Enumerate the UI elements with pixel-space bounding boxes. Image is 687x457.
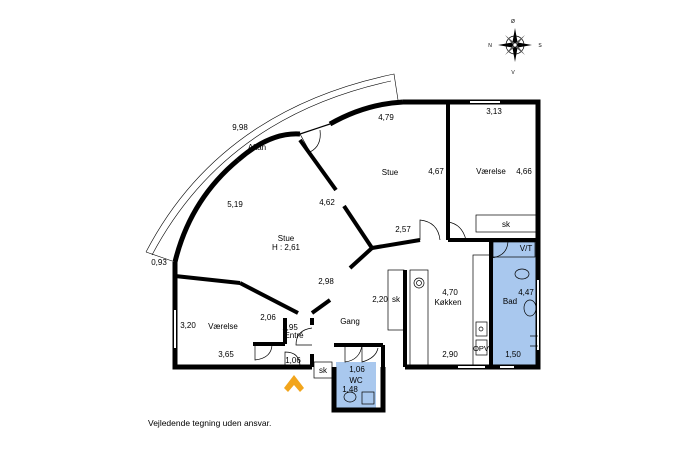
kitchen-fixtures [387,214,537,366]
room-label-entre: Entré [284,331,304,340]
compass-south: V [511,70,515,76]
entrance-arrow-icon [284,375,304,392]
room-height-stue: H : 2,61 [272,243,301,252]
bathroom-fixtures [343,268,538,405]
fixture-label-sk-top: sk [502,220,511,229]
fixture-label-opv: OPV [473,344,489,353]
room-label-stue-main: Stue [278,234,295,243]
fixture-label-sk-kitchen: sk [392,295,401,304]
compass-north: Ø [511,19,515,25]
room-label-bad: Bad [503,297,517,306]
compass-rose-icon: Ø V N S [488,19,542,76]
fixture-label-vt: V/T [520,244,533,253]
room-label-stue-upper: Stue [382,168,399,177]
entrance-cabinet [313,361,333,379]
windows [174,101,539,368]
balcony-outline [145,73,399,263]
dim-label: 4,66 [516,167,532,176]
dim-label: 3,65 [218,350,234,359]
disclaimer-text: Vejledende tegning uden ansvar. [148,418,272,428]
compass-east: S [538,43,542,49]
dim-label: 3,13 [486,107,502,116]
dim-label: 2,57 [395,225,411,234]
dim-label: 0,93 [151,258,167,267]
dim-label: 4,67 [428,167,444,176]
wc-fill [336,362,376,408]
room-label-gang: Gang [340,317,360,326]
dim-label: 4,47 [518,288,534,297]
dim-label: 1,06 [349,365,365,374]
dim-label: 9,98 [232,123,248,132]
door-swings [254,129,509,368]
dim-label: 4,62 [319,198,335,207]
dim-label: 2,06 [260,313,276,322]
room-label-wc: WC [349,376,363,385]
dim-label: 5,19 [227,200,243,209]
compass-west: N [488,43,492,49]
interior-walls [174,102,538,367]
room-label-koekken: Køkken [434,298,461,307]
dim-label: 2,90 [442,350,458,359]
dim-label: 4,70 [442,288,458,297]
dim-label: 1,06 [285,356,301,365]
room-label-altan: Altan [248,143,266,152]
dim-label: 2,98 [318,277,334,286]
dim-label: 3,20 [180,321,196,330]
dim-label: 4,79 [378,113,394,122]
room-label-vaerelse-left: Værelse [208,322,238,331]
dim-label: 2,20 [372,295,388,304]
dim-label: 1,48 [342,385,358,394]
bathroom-fill [491,240,538,365]
dim-label: 1,50 [505,350,521,359]
fixture-label-sk-entrance: sk [319,366,328,375]
dim-label: 1,95 [282,323,298,332]
room-label-vaerelse-top: Værelse [476,167,506,176]
